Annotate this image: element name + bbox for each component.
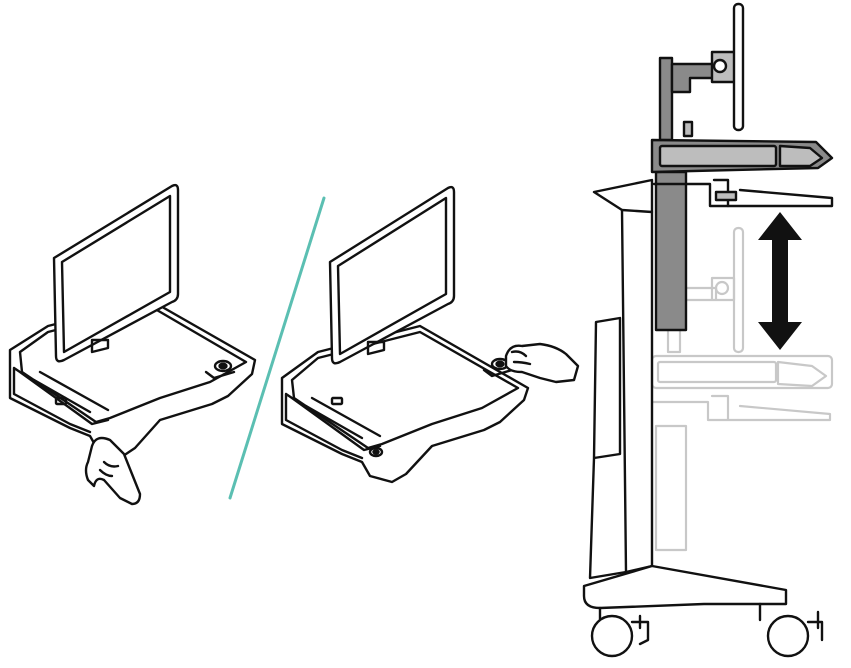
release-slot-icon xyxy=(330,396,344,406)
release-slot-icon xyxy=(54,396,68,406)
monitor-stand xyxy=(366,340,386,356)
cart-column xyxy=(620,208,654,574)
monitor-screen xyxy=(60,194,172,354)
height-adjust-arrow-icon xyxy=(758,212,802,350)
vesa-knob-icon xyxy=(712,58,728,74)
raised-position xyxy=(650,2,834,332)
ghost-monitor xyxy=(732,226,745,354)
ghost-worksurface xyxy=(650,354,834,390)
panel-middle-tray xyxy=(280,185,580,484)
monitor-side-profile xyxy=(732,2,745,132)
worksurface-inset xyxy=(658,144,778,168)
diagonal-divider-line xyxy=(228,196,326,500)
tray-recess xyxy=(304,396,382,440)
hand-grip-icon xyxy=(84,436,142,506)
keyboard-tray xyxy=(652,178,834,208)
monitor-frame xyxy=(52,183,180,363)
knob-left-icon xyxy=(368,446,384,458)
wheel-front-right-icon xyxy=(766,614,810,658)
cart-top-fin xyxy=(592,178,654,214)
arm-clamp xyxy=(682,120,694,138)
monitor-frame xyxy=(328,185,456,365)
monitor-stand xyxy=(90,338,110,354)
cart-base xyxy=(582,564,788,610)
monitor-screen xyxy=(336,196,448,356)
cart-side-panel xyxy=(588,316,628,580)
tray-recess xyxy=(32,370,110,414)
cart-body xyxy=(582,178,824,658)
monitor-arm xyxy=(670,62,716,94)
panel-left-tray xyxy=(8,183,257,506)
wheel-front-left-icon xyxy=(590,614,634,658)
knob-right-icon xyxy=(213,359,233,373)
monitor-post xyxy=(658,56,674,142)
ghost-keyboard-tray xyxy=(650,394,832,422)
panel-cart xyxy=(582,2,834,658)
lift-column xyxy=(654,170,688,332)
